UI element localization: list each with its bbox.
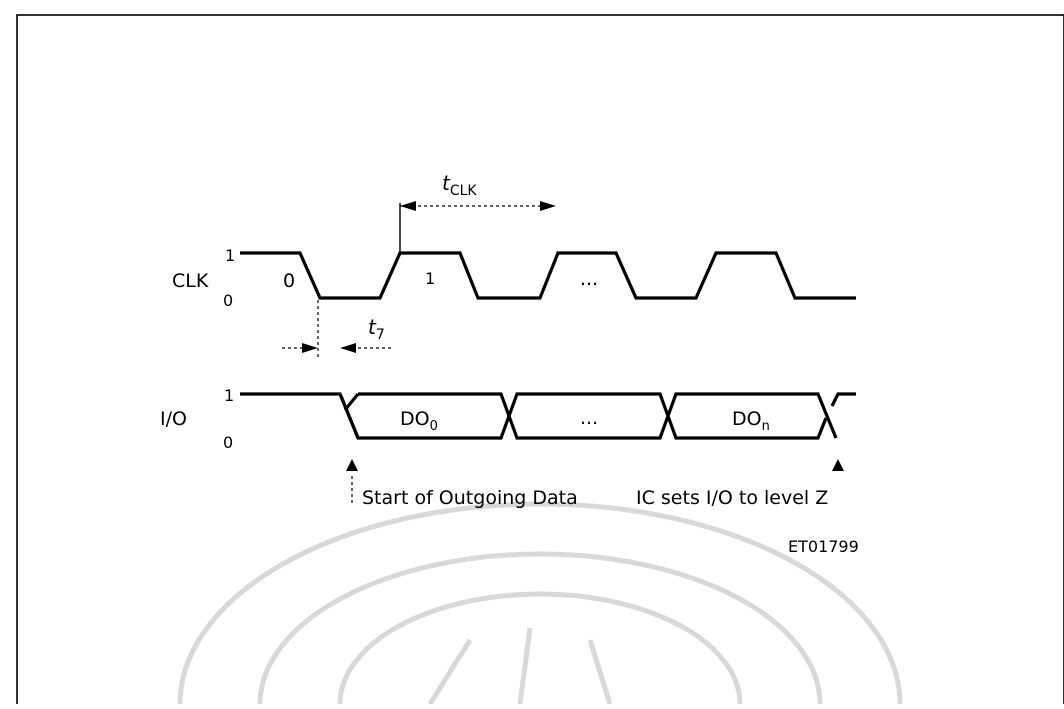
start-annotation: Start of Outgoing Data: [362, 487, 578, 509]
end-marker-arrow: [832, 459, 844, 471]
end-annotation: IC sets I/O to level Z: [636, 487, 828, 509]
clk-pulse-label-0: 0: [283, 270, 295, 292]
figure-id: ET01799: [788, 537, 859, 556]
io-waveform-start-edge: [343, 392, 360, 412]
delay-label: t7: [368, 315, 385, 343]
start-marker-arrow: [346, 459, 358, 471]
clk-signal-label: CLK: [172, 270, 209, 292]
period-arrow-head-left: [400, 201, 416, 211]
io-signal-label: I/O: [160, 408, 187, 430]
clk-level-high: 1: [225, 246, 235, 265]
clk-continuation: ...: [580, 268, 598, 290]
clk-pulse-label-1: 1: [425, 269, 435, 288]
figure-frame: [16, 14, 1064, 709]
io-data-mid: ...: [580, 407, 598, 429]
clk-level-low: 0: [223, 291, 233, 310]
io-level-low: 0: [223, 433, 233, 452]
io-waveform-lower: [339, 395, 828, 440]
period-arrow-head-right: [540, 201, 556, 211]
io-data-last: DOn: [732, 408, 770, 434]
clk-waveform: [240, 251, 856, 300]
io-data-first: DO0: [400, 408, 438, 434]
watermark: [177, 501, 903, 706]
delay-arrow-head-left: [302, 343, 318, 353]
io-level-high: 1: [224, 386, 234, 405]
delay-arrow-head-right: [340, 343, 356, 353]
period-label: tCLK: [442, 171, 477, 199]
